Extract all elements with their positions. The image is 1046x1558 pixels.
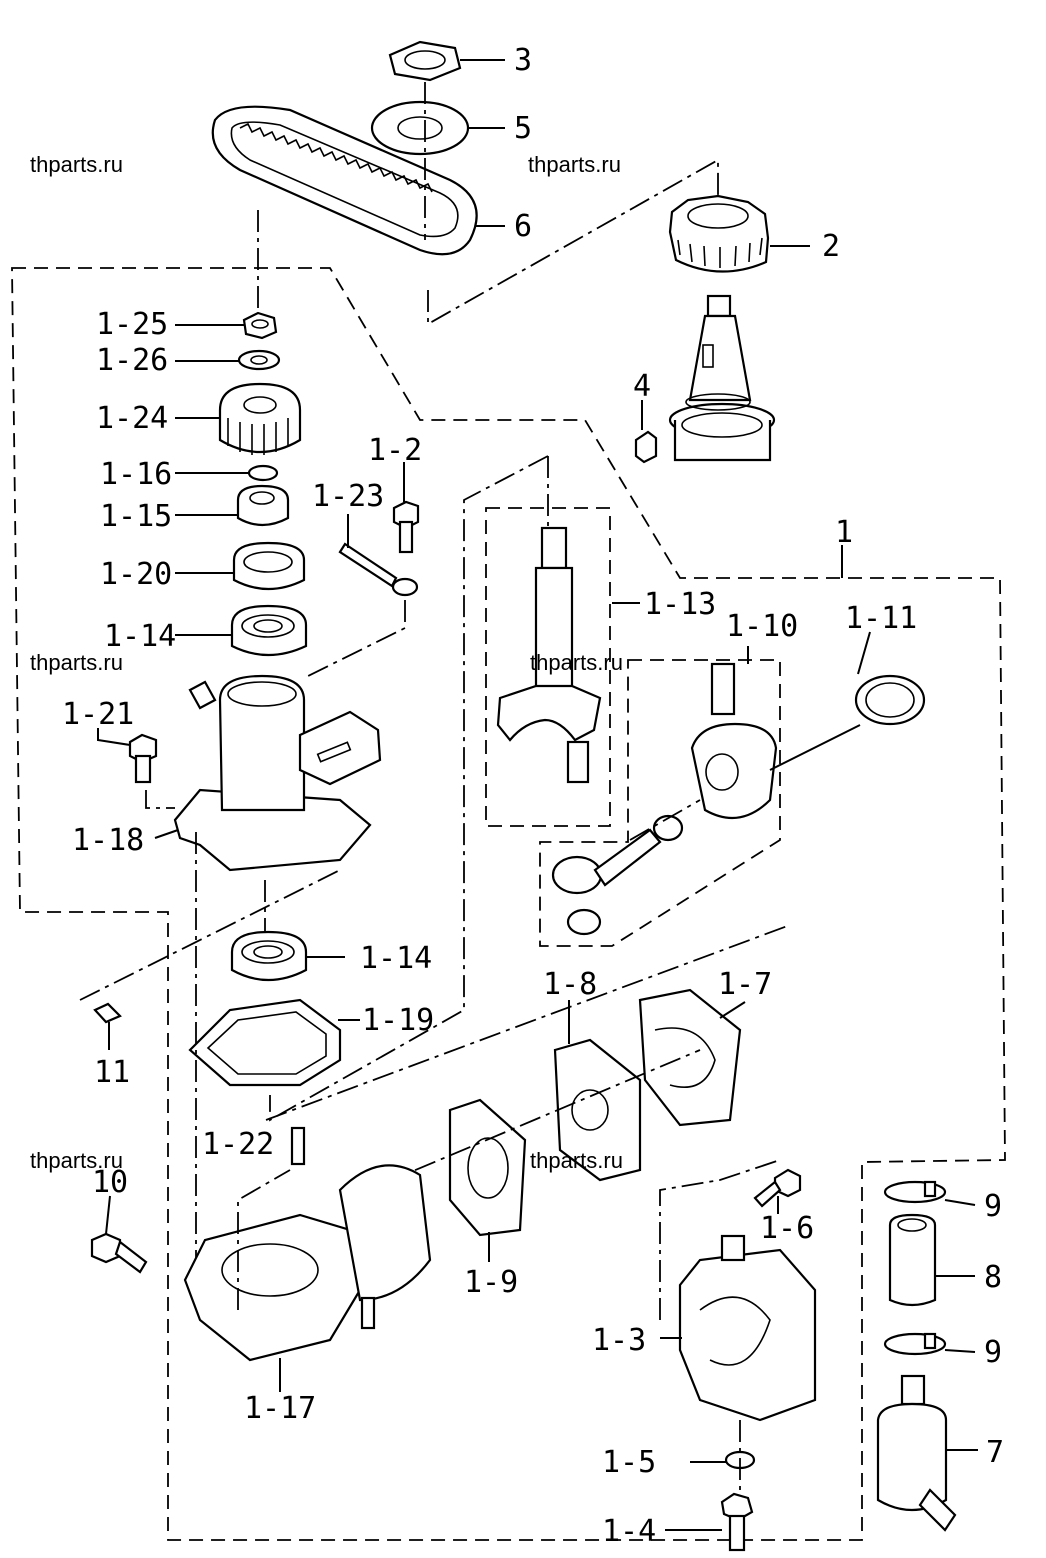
label-1-13: 1-13 xyxy=(644,587,716,622)
label-1-25: 1-25 xyxy=(96,307,168,342)
gear-1-24 xyxy=(218,382,302,455)
label-1-26: 1-26 xyxy=(96,343,168,378)
gasket-1-7 xyxy=(638,988,742,1127)
bolt-10 xyxy=(90,1232,148,1274)
label-1: 1 xyxy=(835,515,853,550)
pin-1-10 xyxy=(710,662,736,716)
seal-1-15 xyxy=(236,484,290,527)
ring-line xyxy=(769,724,861,771)
gasket-1-19 xyxy=(188,998,342,1087)
gasket-1-9 xyxy=(448,1098,527,1237)
pin-11 xyxy=(93,1002,122,1024)
rod-line xyxy=(629,799,701,841)
nut-1-25 xyxy=(242,311,278,340)
label-1-10: 1-10 xyxy=(726,609,798,644)
piston-1-10 xyxy=(690,722,778,820)
label-1-14-lower: 1-14 xyxy=(360,941,432,976)
bolt-1-21 xyxy=(128,733,158,784)
label-2: 2 xyxy=(822,229,840,264)
label-5: 5 xyxy=(514,111,532,146)
label-1-7: 1-7 xyxy=(718,967,772,1002)
label-10: 10 xyxy=(92,1165,128,1200)
label-1-9: 1-9 xyxy=(464,1265,518,1300)
housing-1-17 xyxy=(183,1164,432,1362)
wire-1-23 xyxy=(338,542,419,597)
label-7: 7 xyxy=(986,1435,1004,1470)
crank-return-line xyxy=(269,455,549,1122)
pump-cover-1-3 xyxy=(678,1234,817,1422)
plate-1-8 xyxy=(553,1038,642,1182)
label-1-19: 1-19 xyxy=(362,1003,434,1038)
bearing-1-14-upper xyxy=(230,604,308,656)
washer-1-26 xyxy=(237,349,281,371)
label-11: 11 xyxy=(94,1055,130,1090)
watermark-3: thparts.ru xyxy=(30,650,123,675)
label-1-23: 1-23 xyxy=(312,479,384,514)
watermark-5: thparts.ru xyxy=(30,1148,123,1173)
label-9-upper: 9 xyxy=(984,1189,1002,1224)
label-4: 4 xyxy=(633,369,651,404)
label-3: 3 xyxy=(514,43,532,78)
label-1-11: 1-11 xyxy=(845,601,917,636)
label-1-17: 1-17 xyxy=(244,1391,316,1426)
washer-1-16 xyxy=(247,464,279,482)
watermark-6: thparts.ru xyxy=(530,1148,623,1173)
subassembly-1-13-box xyxy=(485,507,611,827)
label-9-lower: 9 xyxy=(984,1335,1002,1370)
label-1-15: 1-15 xyxy=(100,499,172,534)
pin-11-line xyxy=(79,869,341,1001)
washer-5 xyxy=(370,100,470,156)
seal-1-20 xyxy=(232,541,306,590)
label-8: 8 xyxy=(984,1260,1002,1295)
ring-1-11 xyxy=(854,674,926,726)
label-6: 6 xyxy=(514,209,532,244)
subassembly-1-10-box xyxy=(539,659,781,947)
label-1-14-upper: 1-14 xyxy=(104,619,176,654)
clamp-9-upper xyxy=(883,1180,947,1204)
crankshaft-1-13 xyxy=(496,526,602,784)
hose-8 xyxy=(888,1213,937,1307)
label-1-3: 1-3 xyxy=(592,1323,646,1358)
assembly-1-boundary xyxy=(11,267,1006,1541)
label-1-5: 1-5 xyxy=(602,1445,656,1480)
cover-line xyxy=(659,1159,781,1320)
label-1-18: 1-18 xyxy=(72,823,144,858)
bolt-1-2 xyxy=(392,500,420,554)
bearing-1-14-lower xyxy=(230,930,308,981)
label-1-8: 1-8 xyxy=(543,967,597,1002)
watermark-2: thparts.ru xyxy=(528,152,621,177)
pin-1-22 xyxy=(290,1126,306,1166)
crankshaft-top xyxy=(668,294,776,462)
clamp-9-lower xyxy=(883,1332,947,1356)
sprocket-2 xyxy=(668,194,770,273)
plug-1-4 xyxy=(720,1492,754,1552)
bolt-1-6 xyxy=(753,1168,802,1208)
bracket-1-18 xyxy=(173,674,382,872)
watermark-1: thparts.ru xyxy=(30,152,123,177)
drive-line xyxy=(427,158,719,326)
plate-axis-line xyxy=(265,924,791,1121)
label-1-2: 1-2 xyxy=(368,433,422,468)
label-1-24: 1-24 xyxy=(96,401,168,436)
label-1-4: 1-4 xyxy=(602,1514,656,1549)
label-1-6: 1-6 xyxy=(760,1211,814,1246)
leader-lines xyxy=(97,59,978,1531)
wire-line xyxy=(307,600,406,677)
key-4 xyxy=(634,430,658,464)
label-1-16: 1-16 xyxy=(100,457,172,492)
label-1-20: 1-20 xyxy=(100,557,172,592)
fuel-filter-7 xyxy=(876,1374,957,1532)
label-1-22: 1-22 xyxy=(202,1127,274,1162)
timing-belt xyxy=(211,105,478,256)
watermark-4: thparts.ru xyxy=(530,650,623,675)
bolt-1-21-line xyxy=(145,790,175,809)
plate-axis-line-2 xyxy=(379,1049,701,1186)
label-1-21: 1-21 xyxy=(62,697,134,732)
conrod-1-10 xyxy=(551,814,684,936)
nut-3 xyxy=(388,40,462,82)
